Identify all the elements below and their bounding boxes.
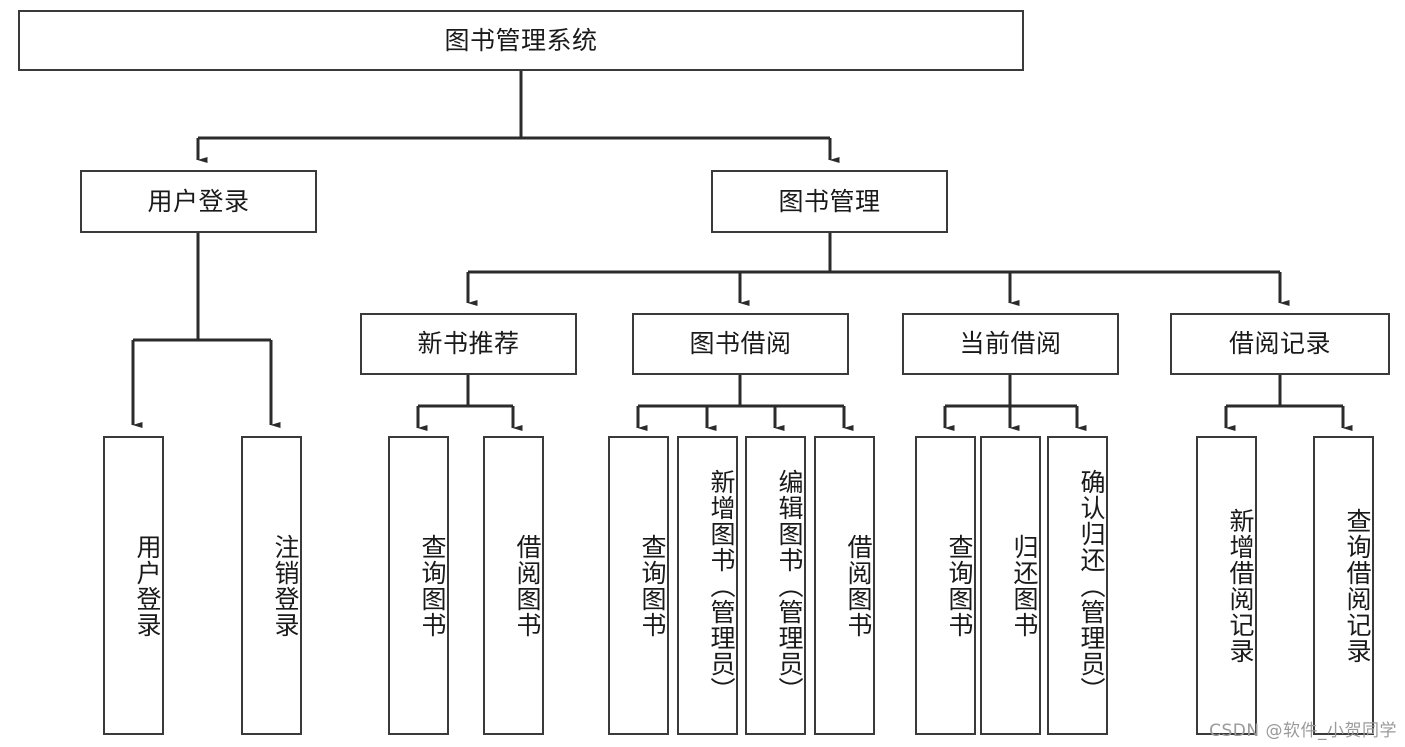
node-label: 借阅图书: [844, 533, 873, 638]
node-label: 注销登录: [271, 533, 300, 638]
node-label: 查询图书: [418, 533, 447, 638]
leaf-query-borrow-record[interactable]: 查询借阅记录: [1313, 436, 1374, 735]
leaf-query-book-recommend[interactable]: 查询图书: [388, 436, 449, 735]
node-label: 借阅图书: [513, 533, 542, 638]
node-label: 查询借阅记录: [1343, 507, 1372, 664]
leaf-edit-book-admin[interactable]: 编辑图书（管理员）: [745, 436, 806, 735]
leaf-confirm-return-admin[interactable]: 确认归还（管理员）: [1047, 436, 1108, 735]
node-label: 用户登录: [133, 533, 162, 638]
leaf-add-book-admin[interactable]: 新增图书（管理员）: [677, 436, 738, 735]
node-new-book-recommend[interactable]: 新书推荐: [360, 313, 577, 375]
node-current-borrow[interactable]: 当前借阅: [902, 313, 1119, 375]
leaf-add-borrow-record[interactable]: 新增借阅记录: [1196, 436, 1257, 735]
node-label: 新增借阅记录: [1226, 507, 1255, 664]
node-label: 图书管理系统: [444, 25, 598, 55]
node-label: 图书管理: [778, 186, 881, 216]
node-root-system[interactable]: 图书管理系统: [18, 10, 1024, 71]
node-label: 图书借阅: [689, 329, 792, 359]
node-book-management[interactable]: 图书管理: [711, 170, 948, 233]
node-borrow-records[interactable]: 借阅记录: [1170, 313, 1390, 375]
leaf-return-book[interactable]: 归还图书: [980, 436, 1041, 735]
node-label: 确认归还（管理员）: [1077, 468, 1106, 703]
node-label: 新书推荐: [417, 329, 520, 359]
leaf-query-book-borrow[interactable]: 查询图书: [608, 436, 669, 735]
node-label: 当前借阅: [959, 329, 1062, 359]
node-user-login[interactable]: 用户登录: [80, 170, 317, 233]
node-label: 用户登录: [147, 186, 250, 216]
node-label: 查询图书: [638, 533, 667, 638]
leaf-query-book-current[interactable]: 查询图书: [915, 436, 976, 735]
leaf-logout[interactable]: 注销登录: [241, 436, 302, 735]
node-label: 编辑图书（管理员）: [775, 468, 804, 703]
watermark-text: CSDN @软件_小贺同学: [1209, 721, 1397, 741]
leaf-borrow-book-recommend[interactable]: 借阅图书: [483, 436, 544, 735]
node-label: 新增图书（管理员）: [707, 468, 736, 703]
leaf-user-login[interactable]: 用户登录: [103, 436, 164, 735]
node-book-borrow[interactable]: 图书借阅: [632, 313, 849, 375]
node-label: 查询图书: [945, 533, 974, 638]
node-label: 归还图书: [1010, 533, 1039, 638]
leaf-borrow-book[interactable]: 借阅图书: [814, 436, 875, 735]
node-label: 借阅记录: [1228, 329, 1331, 359]
